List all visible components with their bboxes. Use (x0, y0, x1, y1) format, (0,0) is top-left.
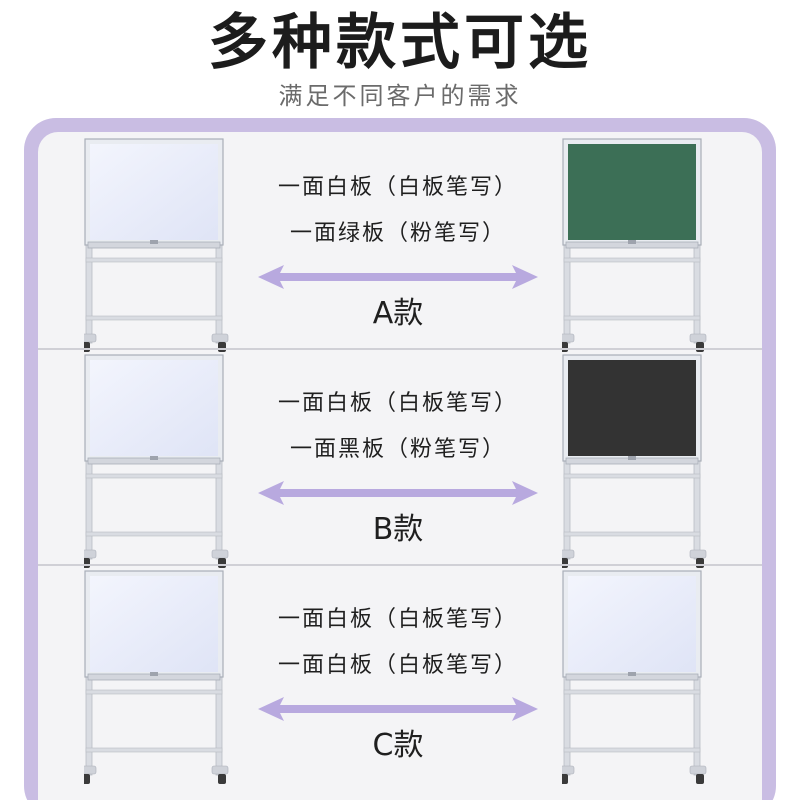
options-panel: 一面白板（白板笔写） 一面绿板（粉笔写） A款 一面白板（白板笔写） 一面黑板（… (38, 132, 762, 800)
style-c-side1-text: 一面白板（白板笔写） (277, 607, 518, 632)
page-title: 多种款式可选 (208, 8, 592, 78)
whiteboard-stand-left-b (84, 354, 234, 574)
whiteboard-stand-left-a (84, 138, 234, 358)
double-arrow-icon (258, 265, 538, 289)
style-a-side2-text: 一面绿板（粉笔写） (289, 221, 506, 246)
style-c-side2-text: 一面白板（白板笔写） (277, 653, 518, 678)
style-row-b: 一面白板（白板笔写） 一面黑板（粉笔写） B款 (38, 350, 762, 568)
style-c-label: C款 (372, 728, 424, 763)
double-arrow-icon (258, 697, 538, 721)
style-row-c: 一面白板（白板笔写） 一面白板（白板笔写） C款 (38, 566, 762, 784)
style-row-a: 一面白板（白板笔写） 一面绿板（粉笔写） A款 (38, 132, 762, 352)
double-arrow-icon (258, 481, 538, 505)
row-divider (38, 564, 762, 566)
style-b-side1-text: 一面白板（白板笔写） (277, 391, 518, 416)
whiteboard-stand-left-c (84, 570, 234, 790)
style-a-label: A款 (372, 296, 424, 331)
page-subtitle: 满足不同客户的需求 (278, 82, 522, 110)
chalkboard-stand-right-a (562, 138, 712, 358)
row-divider (38, 348, 762, 350)
whiteboard-stand-right-c (562, 570, 712, 790)
blackboard-stand-right-b (562, 354, 712, 574)
style-a-side1-text: 一面白板（白板笔写） (277, 175, 518, 200)
style-b-side2-text: 一面黑板（粉笔写） (289, 437, 506, 462)
style-b-label: B款 (372, 512, 424, 547)
